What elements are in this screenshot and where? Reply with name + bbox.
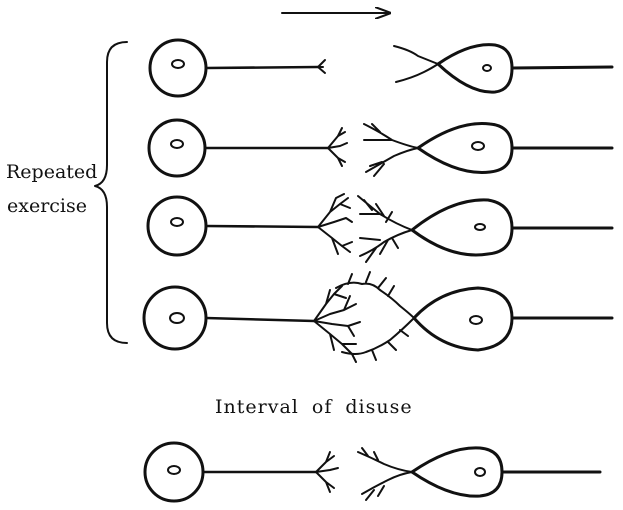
neuron-pair-row-1 <box>148 38 614 98</box>
postsynaptic-cell-body <box>416 122 514 174</box>
neuron-cell-body <box>143 441 205 503</box>
neuron-pair-row-5 <box>143 441 602 503</box>
postsynaptic-nucleus <box>474 467 486 477</box>
neuron-nucleus <box>170 139 184 149</box>
axon-terminal-branches <box>313 285 361 355</box>
postsynaptic-nucleus <box>474 223 486 231</box>
curly-brace <box>94 41 128 344</box>
postsynaptic-nucleus <box>471 141 485 151</box>
repeated-label: Repeated <box>6 161 98 183</box>
neuron-pair-row-3 <box>146 193 614 263</box>
axon <box>204 316 316 323</box>
neuron-pair-row-4 <box>142 271 614 363</box>
postsynaptic-nucleus <box>482 64 492 72</box>
dendrite-branches <box>363 123 419 177</box>
axon-terminal-branches <box>327 127 348 167</box>
postsynaptic-cell-body <box>412 286 514 352</box>
dendrite-branches <box>335 271 415 363</box>
neuron-nucleus <box>169 312 185 324</box>
postsynaptic-axon <box>510 65 614 70</box>
neuron-pair-row-2 <box>147 118 614 178</box>
axon-terminal-branches <box>315 451 339 493</box>
axon-terminal-branches <box>317 59 326 74</box>
neuron-nucleus <box>171 59 185 69</box>
interval-of-disuse-label: Interval of disuse <box>215 396 413 418</box>
neuron-cell-body <box>142 285 208 351</box>
dendrite-branches <box>393 45 439 83</box>
neuron-nucleus <box>167 465 181 475</box>
exercise-label: exercise <box>7 195 87 217</box>
axon <box>204 65 320 70</box>
neuron-nucleus <box>170 217 184 227</box>
postsynaptic-nucleus <box>469 315 483 325</box>
dendrite-branches <box>357 195 413 263</box>
postsynaptic-cell-body <box>410 446 504 498</box>
postsynaptic-cell-body <box>410 198 514 257</box>
dendrite-branches <box>357 447 413 501</box>
axon-terminal-branches <box>317 193 353 255</box>
axon <box>204 224 320 229</box>
postsynaptic-cell-body <box>436 43 514 94</box>
